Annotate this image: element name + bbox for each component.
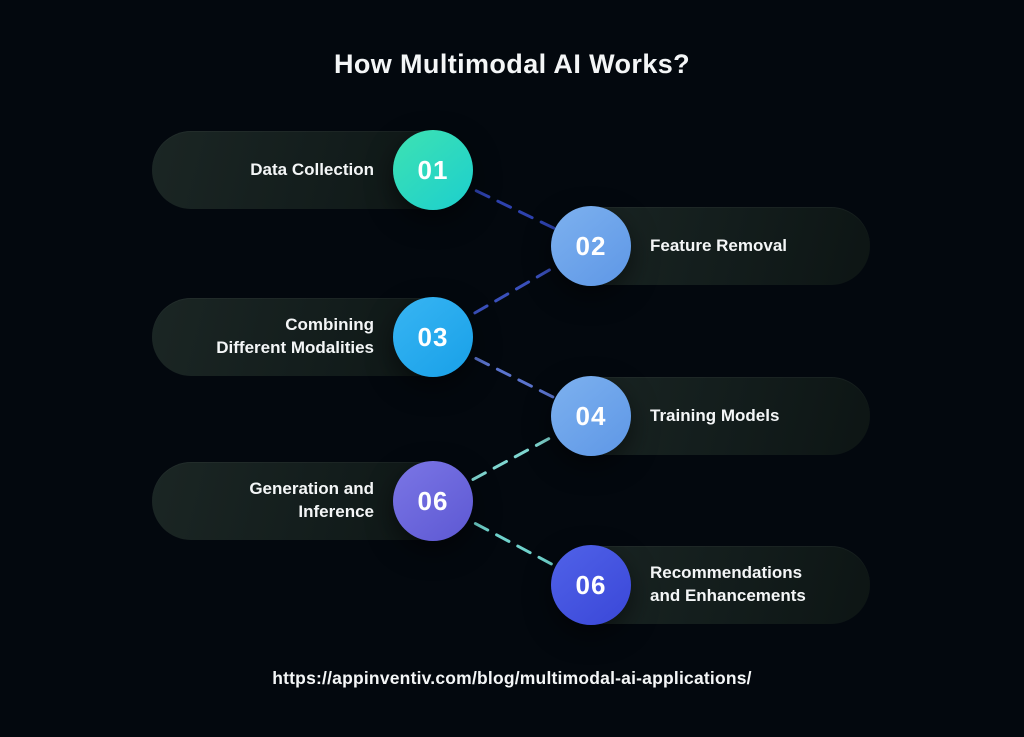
step-label: Feature Removal <box>650 235 787 255</box>
step-circle-04: 04 <box>551 376 631 456</box>
source-url: https://appinventiv.com/blog/multimodal-… <box>272 668 752 688</box>
step-circle-03: 03 <box>393 297 473 377</box>
step-number: 06 <box>417 485 449 516</box>
page-title: How Multimodal AI Works? <box>333 49 691 79</box>
step-label: Generation and Inference <box>249 479 374 521</box>
step-number: 06 <box>575 569 607 600</box>
step-circle-05: 06 <box>393 461 473 541</box>
step-label: Data Collection <box>250 159 374 179</box>
step-label: Training Models <box>650 405 780 425</box>
step-number: 01 <box>417 154 449 185</box>
step-circle-06: 06 <box>551 545 631 625</box>
step-label: Recommendations and Enhancements <box>650 563 806 605</box>
step-number: 04 <box>575 400 607 431</box>
step-label: Combining Different Modalities <box>216 315 374 357</box>
step-number: 02 <box>575 230 607 261</box>
step-circle-02: 02 <box>551 206 631 286</box>
step-circle-01: 01 <box>393 130 473 210</box>
step-number: 03 <box>417 321 449 352</box>
